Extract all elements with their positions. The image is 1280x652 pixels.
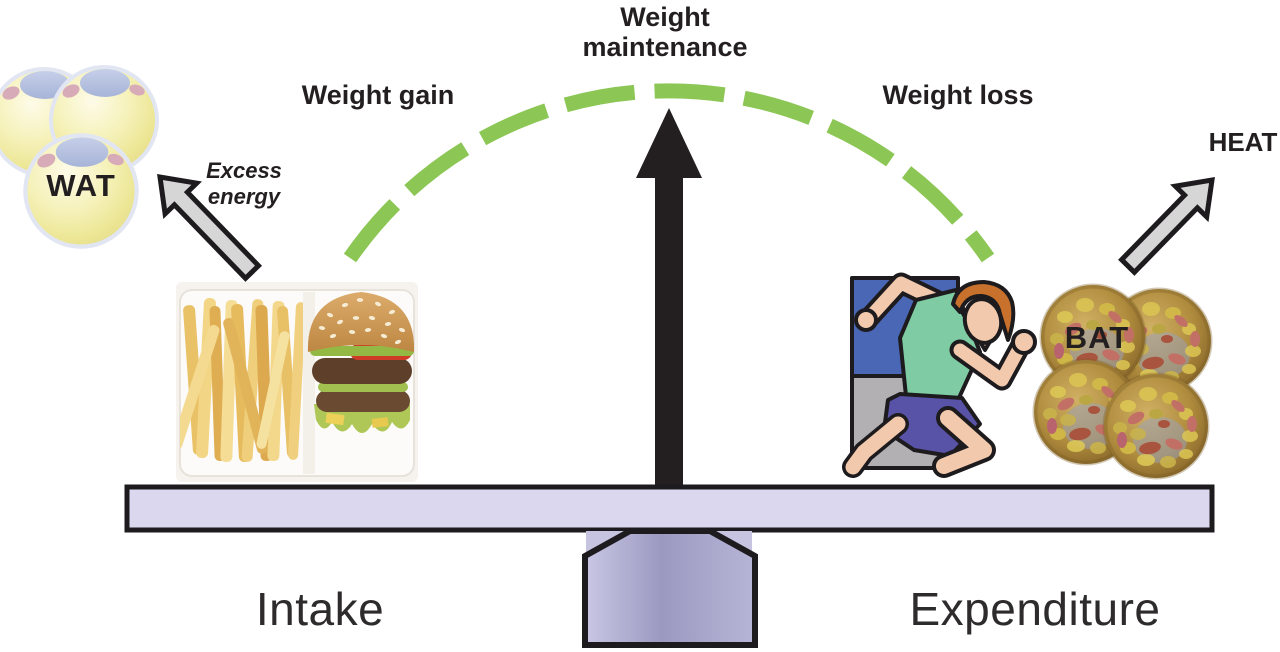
weight-arc [343,83,995,263]
wat-label: WAT [46,168,116,203]
sesame-seeds [318,298,406,345]
excess-energy-arrow [157,173,263,282]
burger-and-fries-icon [176,282,418,482]
weight-loss-label: Weight loss [882,80,1034,110]
weight-maintenance-label: Weight maintenance [582,2,748,63]
fulcrum [582,528,758,648]
expenditure-label: Expenditure [909,583,1161,635]
food-contents [180,292,414,474]
white-adipose-tissue-cells-icon [0,65,159,249]
excess-energy-label: Excess energy [206,158,282,209]
runner-icon [842,272,1037,478]
heat-arrow [1118,176,1215,276]
weight-gain-label: Weight gain [301,80,455,110]
balance-beam [124,484,1215,533]
bat-label: BAT [1064,320,1130,355]
up-arrow [636,108,702,490]
runner-hair [951,280,1016,342]
intake-label: Intake [255,583,385,635]
heat-label: HEAT [1208,127,1278,157]
fries [180,298,306,462]
tray-divider [303,292,315,474]
burger [307,292,414,433]
brown-adipose-tissue-cells-icon [1034,285,1211,478]
